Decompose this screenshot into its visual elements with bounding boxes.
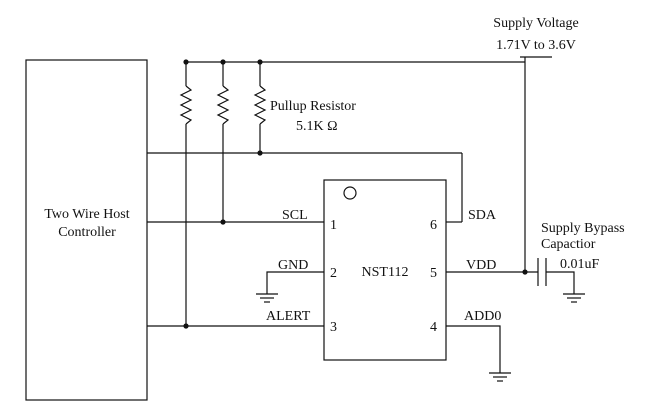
host-controller-box (25, 59, 148, 401)
add0-pin-wire (446, 325, 501, 373)
junction-dot (183, 59, 189, 65)
add0-label: ADD0 (464, 309, 501, 324)
nst112-chip (323, 179, 447, 361)
alert-label: ALERT (266, 309, 311, 324)
bypass-capacitor-value: 0.01uF (560, 257, 600, 272)
supply-voltage-range: 1.71V to 3.6V (496, 38, 576, 53)
junction-dot (257, 150, 263, 156)
ground-symbol-icon (489, 372, 511, 382)
host-controller-label-line2: Controller (58, 225, 116, 240)
chip-name: NST112 (362, 265, 409, 280)
pullup-resistor-scl (216, 62, 230, 222)
pin-number-4: 4 (430, 320, 437, 335)
junction-dot (257, 59, 263, 65)
pin-number-5: 5 (430, 266, 437, 281)
pullup-resistor-value: 5.1K Ω (296, 119, 338, 134)
sda-wire (147, 152, 463, 223)
pin-number-1: 1 (330, 218, 337, 233)
gnd-pin-wire (266, 271, 324, 294)
bypass-capacitor-label-line2: Capactior (541, 237, 596, 252)
gnd-label: GND (278, 258, 308, 273)
pullup-resistor-sda (253, 62, 267, 153)
pin-number-2: 2 (330, 266, 337, 281)
scl-label: SCL (282, 208, 308, 223)
pin-number-6: 6 (430, 218, 437, 233)
host-controller-label-line1: Two Wire Host (44, 207, 129, 222)
junction-dot (220, 59, 226, 65)
bypass-capacitor-icon (537, 258, 575, 294)
pin1-marker-icon (343, 186, 357, 200)
sda-label: SDA (468, 208, 497, 223)
pullup-resistor-alert (179, 62, 193, 326)
supply-voltage-label: Supply Voltage (493, 16, 578, 31)
junction-dot (183, 323, 189, 329)
supply-rail (186, 56, 552, 272)
pullup-resistor-label: Pullup Resistor (270, 99, 356, 114)
ground-symbol-icon (563, 293, 585, 303)
bypass-capacitor-label-line1: Supply Bypass (541, 221, 625, 236)
junction-dot (220, 219, 226, 225)
vdd-label: VDD (466, 258, 496, 273)
ground-symbol-icon (256, 293, 278, 303)
pin-number-3: 3 (330, 320, 337, 335)
